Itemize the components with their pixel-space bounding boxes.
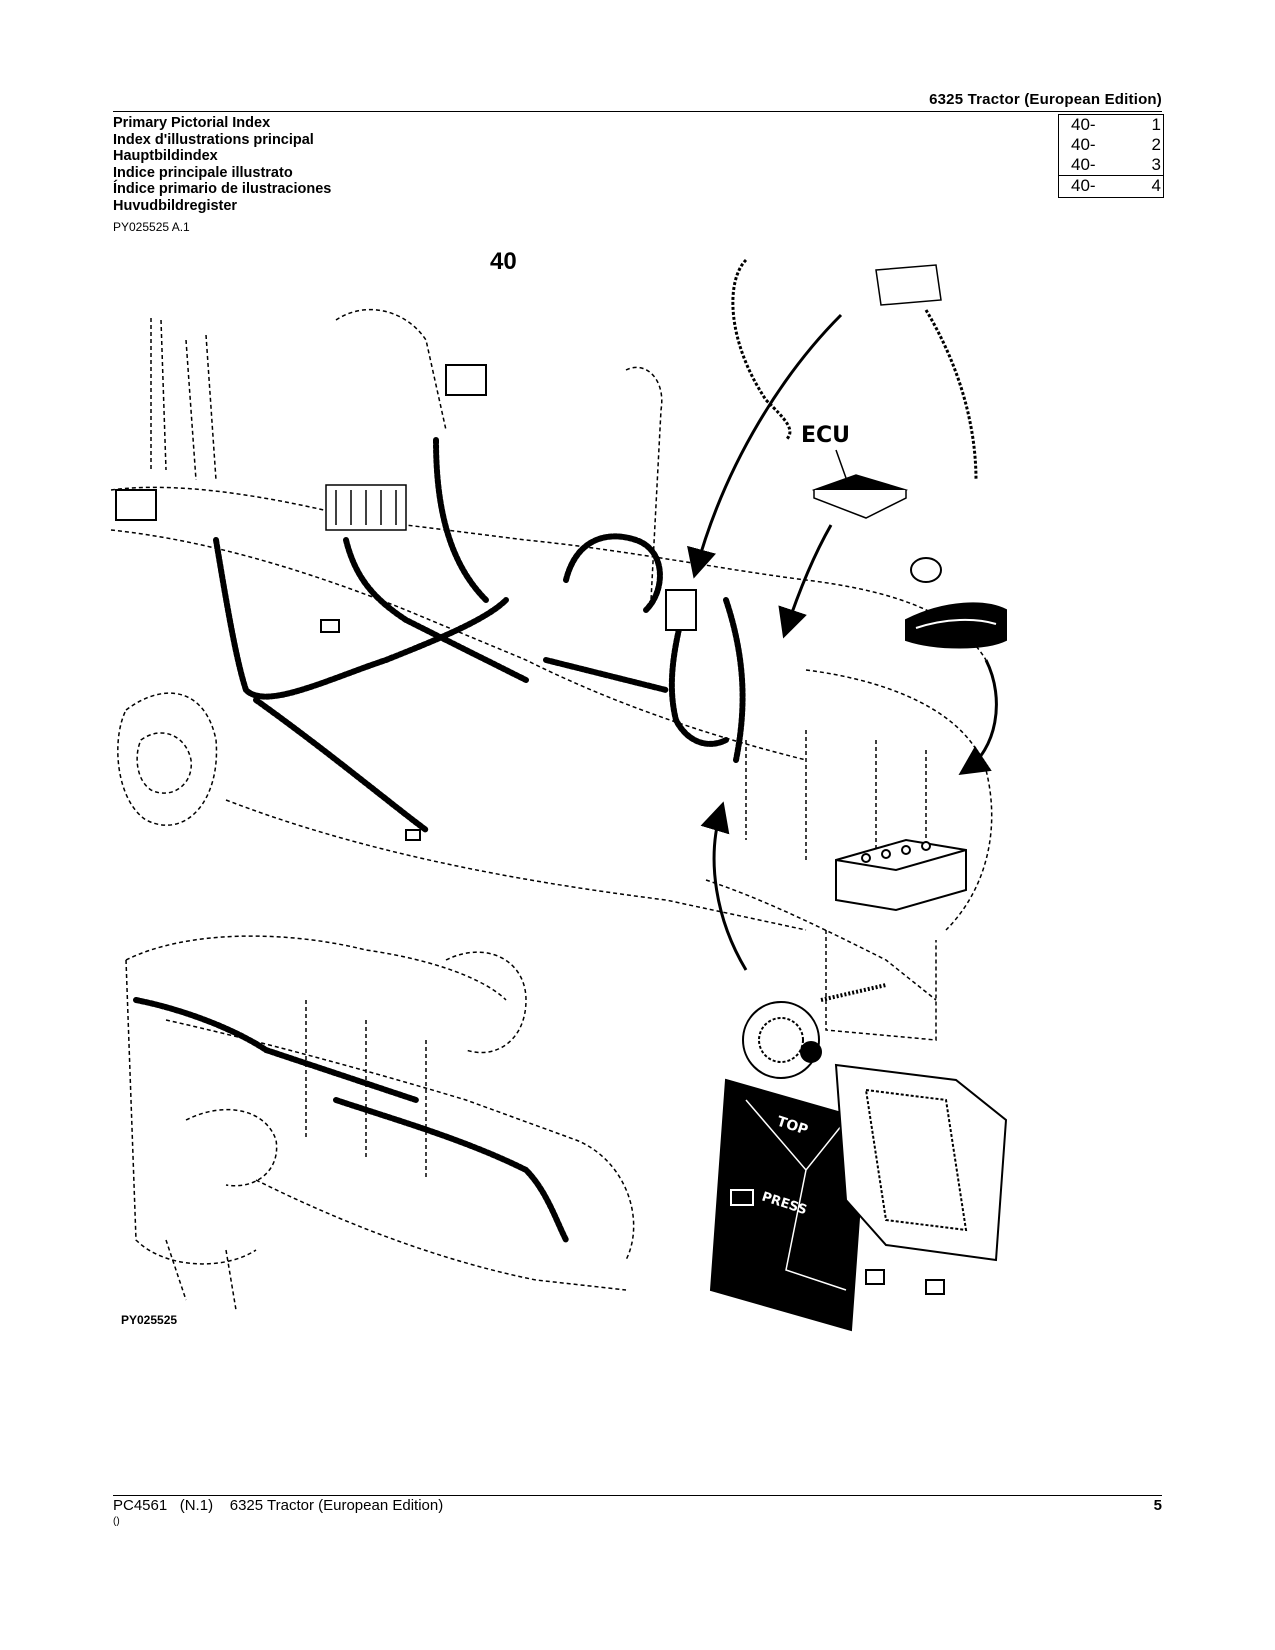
control-module-cover xyxy=(709,1078,868,1332)
page-header-title: 6325 Tractor (European Edition) xyxy=(929,91,1162,108)
fuse-box xyxy=(325,484,407,531)
index-row[interactable]: 40- 3 xyxy=(1059,155,1163,175)
title-english: Primary Pictorial Index xyxy=(113,115,271,131)
index-prefix: 40- xyxy=(1071,155,1096,174)
header-divider xyxy=(113,111,1162,112)
index-page: 3 xyxy=(1151,155,1161,174)
ecu-label: ECU xyxy=(801,423,850,448)
battery xyxy=(835,838,967,912)
index-row[interactable]: 40- 4 xyxy=(1059,175,1163,196)
footer-info: PC4561 (N.1) 6325 Tractor (European Edit… xyxy=(113,1497,443,1514)
control-module-housing xyxy=(834,1063,1008,1295)
ecu-unit xyxy=(811,449,909,519)
index-row[interactable]: 40- 1 xyxy=(1059,115,1163,135)
title-german: Hauptbildindex xyxy=(113,148,218,164)
connectors xyxy=(115,364,697,841)
horn-and-lamp xyxy=(905,557,1007,649)
index-prefix: 40- xyxy=(1071,135,1096,154)
figure-code: PY025525 xyxy=(121,1313,178,1327)
title-italian: Indice principale illustrato xyxy=(113,164,293,181)
tractor-body-outline xyxy=(110,308,993,1041)
footer-revision: (N.1) xyxy=(179,1497,214,1514)
index-page: 2 xyxy=(1151,135,1161,154)
reference-code: PY025525 A.1 xyxy=(113,220,190,234)
section-number: 40 xyxy=(490,248,517,275)
footer-doc-code: PC4561 xyxy=(113,1497,168,1514)
index-prefix: 40- xyxy=(1071,115,1096,134)
index-prefix: 40- xyxy=(1071,176,1096,195)
page-number: 5 xyxy=(1153,1497,1162,1514)
index-page: 1 xyxy=(1151,115,1161,134)
page-index-table: 40- 1 40- 2 40- 3 40- 4 xyxy=(1058,114,1164,198)
footer-divider xyxy=(113,1495,1162,1496)
title-french: Index d'illustrations principal xyxy=(113,131,314,148)
footer-sub: () xyxy=(113,1516,120,1527)
controller-unit xyxy=(731,258,978,481)
footer-title: 6325 Tractor (European Edition) xyxy=(229,1497,444,1514)
callout-arrows xyxy=(687,313,998,971)
wiring-harness xyxy=(133,437,746,1243)
index-titles: Primary Pictorial Index Index d'illustra… xyxy=(113,115,331,214)
title-spanish: Índice primario de ilustraciones xyxy=(113,181,332,197)
engine-outline xyxy=(125,935,635,1311)
wiring-harness-illustration: ECU TOP PRESS xyxy=(110,258,1008,1332)
index-row[interactable]: 40- 2 xyxy=(1059,135,1163,155)
alternator xyxy=(742,983,887,1079)
title-swedish: Huvudbildregister xyxy=(113,197,238,214)
index-page: 4 xyxy=(1151,176,1161,195)
